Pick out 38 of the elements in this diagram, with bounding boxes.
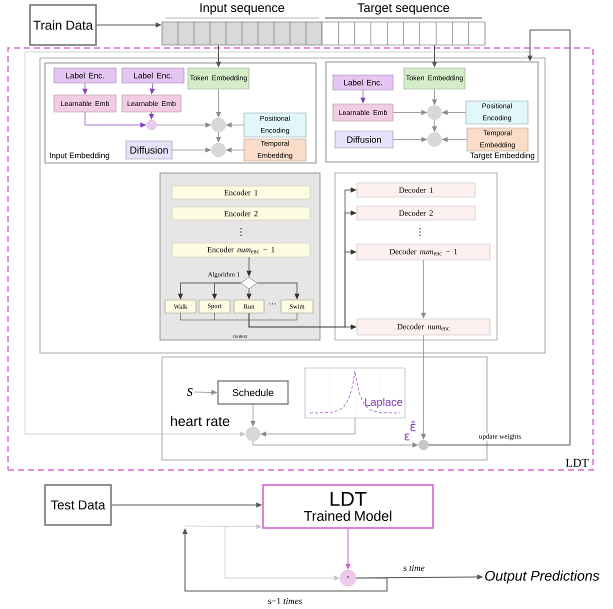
label-box: Label Enc. <box>332 74 394 90</box>
sequence-bar: Target sequence <box>322 3 486 46</box>
decoder-box: Decoder num$_{enc}$ <box>356 318 490 336</box>
sequence-bar: Input sequence <box>162 3 322 46</box>
sum-circle <box>146 120 157 130</box>
encoder-box: Encoder 1 <box>172 186 310 200</box>
output-label: Output Predictions <box>485 570 600 584</box>
label-box: Label Enc. <box>54 68 116 84</box>
decoder-box: Decoder 2 <box>356 206 476 220</box>
dots-label: ··· <box>270 303 276 304</box>
model-box: LDT Trained Model <box>262 484 434 529</box>
sum-circle <box>418 440 429 450</box>
node-label: Input sequence <box>200 3 284 15</box>
schedule-box: Schedule <box>217 380 289 405</box>
node-label: Target sequence <box>358 3 450 15</box>
dots-label: ⋮ <box>420 228 421 236</box>
sum-circle <box>246 426 260 442</box>
decoder-box: Decoder 1 <box>356 182 476 198</box>
dots-label: ⋮ <box>240 228 242 236</box>
edge-label: s−1 times <box>267 597 303 605</box>
data-box: Test Data <box>44 484 112 526</box>
data-box: Train Data <box>29 4 97 46</box>
diffusion-box: Diffusion <box>334 130 394 148</box>
sum-circle <box>427 105 442 120</box>
laplace-chart: Laplace <box>304 368 406 418</box>
decoder-box: Decoder num$_{enc}$ − 1 <box>356 244 490 260</box>
sum-circle <box>211 118 226 132</box>
decision-diamond <box>240 276 258 290</box>
arrow <box>428 30 570 446</box>
sum-circle <box>427 132 442 147</box>
encoder-box: Encoder 2 <box>172 206 310 220</box>
edge-label: heart rate <box>170 415 230 427</box>
diffusion-box: Diffusion <box>126 140 172 160</box>
label-box: Label Enc. <box>122 68 184 84</box>
encoder-box: Encoder num$_{enc}$ − 1 <box>172 242 310 258</box>
variable-label: s <box>187 388 193 396</box>
edge-label: s time <box>402 564 426 572</box>
sum-circle <box>211 142 226 158</box>
